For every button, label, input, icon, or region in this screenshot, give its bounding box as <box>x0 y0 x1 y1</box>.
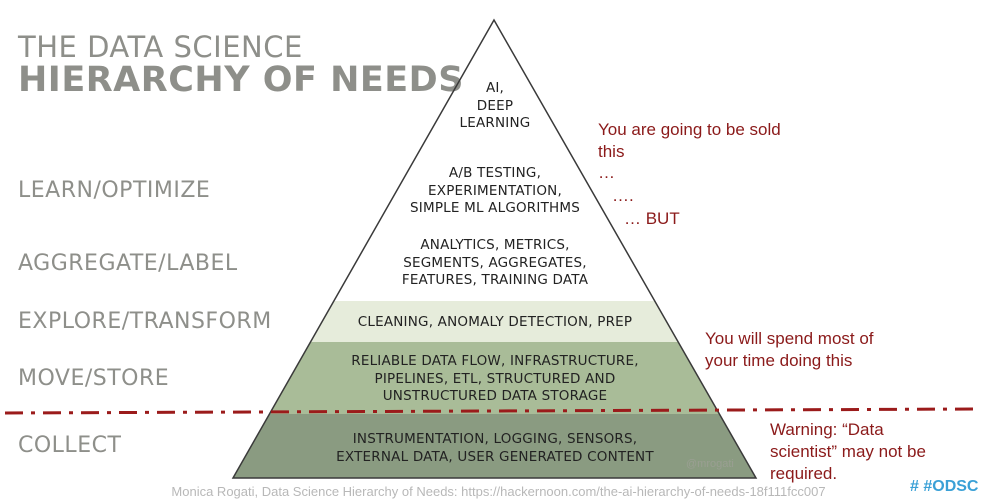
annotation-sold: You are going to be sold this <box>598 120 781 161</box>
level-ab-testing: A/B TESTING, EXPERIMENTATION, SIMPLE ML … <box>410 165 580 216</box>
annotation-dots-2: …. <box>612 186 634 205</box>
level-cleaning: CLEANING, ANOMALY DETECTION, PREP <box>357 314 633 330</box>
annotation-dots-1: … <box>598 163 615 182</box>
annotation-spend-time: You will spend most of your time doing t… <box>705 329 874 370</box>
band-data-flow <box>269 342 720 414</box>
level-instrumentation: INSTRUMENTATION, LOGGING, SENSORS, EXTER… <box>336 431 654 465</box>
annotation-warning: Warning: “Data scientist” may not be req… <box>770 420 926 483</box>
odsc-hashtag: # #ODSC <box>910 478 979 495</box>
annotation-but: … BUT <box>624 209 680 228</box>
title-line-1: THE DATA SCIENCE <box>18 30 303 64</box>
pyramid-outline <box>231 18 758 479</box>
level-analytics: ANALYTICS, METRICS, SEGMENTS, AGGREGATES… <box>401 237 589 288</box>
level-data-flow: RELIABLE DATA FLOW, INFRASTRUCTURE, PIPE… <box>351 353 639 404</box>
stage-collect: COLLECT <box>18 433 122 458</box>
stage-explore-transform: EXPLORE/TRANSFORM <box>18 309 272 334</box>
title-line-2: HIERARCHY OF NEEDS <box>18 60 464 100</box>
warning-divider-line <box>4 407 979 415</box>
stage-learn-optimize: LEARN/OPTIMIZE <box>18 178 211 203</box>
watermark: @mrogati <box>686 458 734 470</box>
level-ai-deep-learning: AI, DEEP LEARNING <box>459 80 531 131</box>
band-instrumentation <box>233 414 756 478</box>
band-cleaning <box>310 301 679 342</box>
stage-aggregate-label: AGGREGATE/LABEL <box>18 251 238 276</box>
stage-move-store: MOVE/STORE <box>18 366 170 391</box>
credit-text: Monica Rogati, Data Science Hierarchy of… <box>171 484 826 499</box>
